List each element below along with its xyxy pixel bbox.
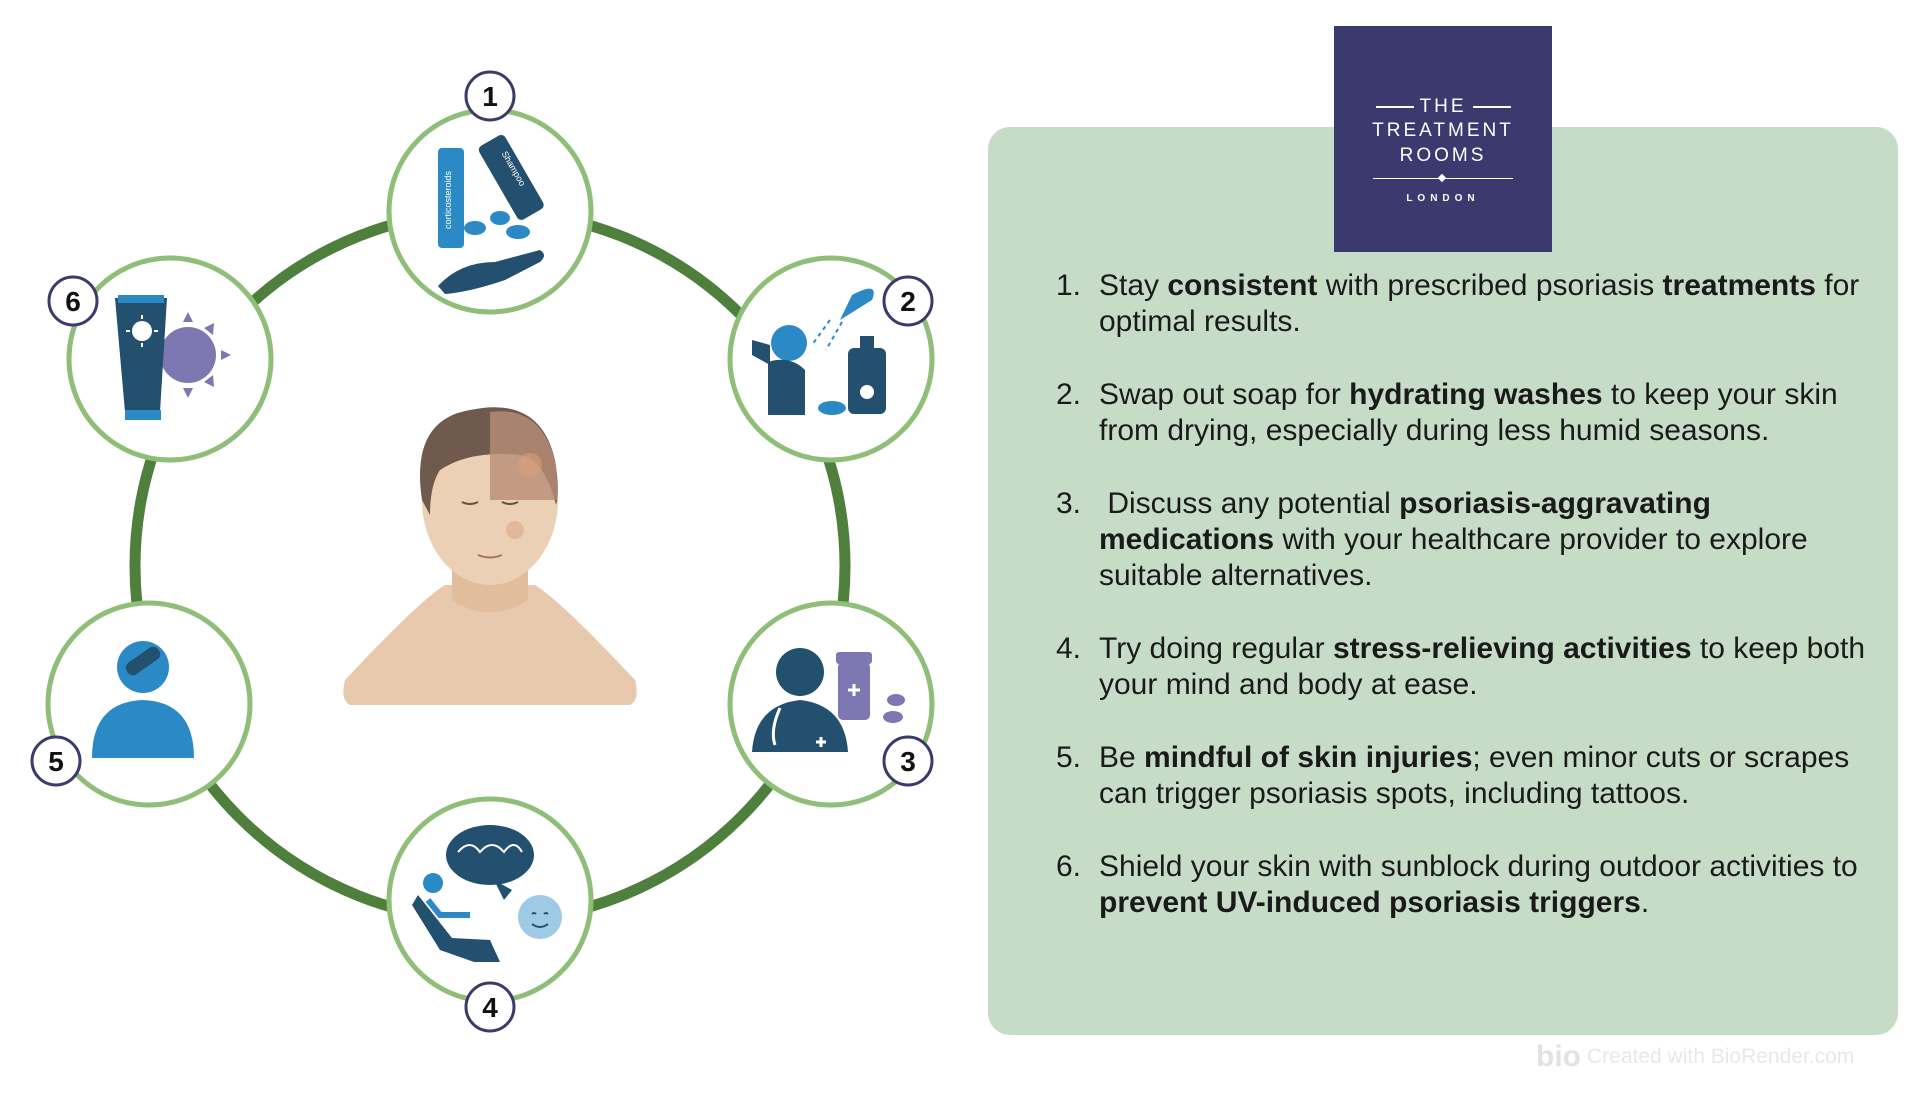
tip-emphasis: hydrating washes xyxy=(1349,378,1603,411)
step-3-circle xyxy=(727,600,935,808)
tip-number: 1. xyxy=(1056,269,1082,302)
tip-emphasis: mindful of skin injuries xyxy=(1144,741,1473,774)
tip-text-part: to keep both your mind and body at ease. xyxy=(1099,632,1874,701)
tip-item: 3. Discuss any potential psoriasis-aggra… xyxy=(1056,486,1876,594)
tip-text-part: Try doing regular xyxy=(1099,632,1333,665)
tip-text: Stay consistent with prescribed psoriasi… xyxy=(1099,268,1876,340)
svg-text:2: 2 xyxy=(900,286,916,317)
sunscreen-sun-icon xyxy=(115,295,231,420)
tip-number: 4. xyxy=(1056,632,1082,665)
tip-text-part: with prescribed psoriasis xyxy=(1317,269,1663,302)
bandaged-person-icon xyxy=(92,641,194,758)
biorender-logo: bio xyxy=(1536,1040,1581,1073)
step-badge-1: 1 xyxy=(464,70,516,122)
treatment-cycle-diagram: corticosteroids Shampoo xyxy=(30,70,935,1033)
svg-text:4: 4 xyxy=(482,992,498,1023)
tip-text: Discuss any potential psoriasis-aggravat… xyxy=(1099,486,1876,594)
tip-emphasis: treatments xyxy=(1662,269,1816,302)
tip-text-part: Discuss any potential xyxy=(1099,487,1400,520)
tip-text-part: Swap out soap for xyxy=(1099,378,1350,411)
step-2-circle xyxy=(727,255,935,463)
shower-soap-icon xyxy=(752,288,886,415)
tip-text-part: Shield your skin with sunblock during ou… xyxy=(1099,850,1867,883)
credit-text: Created with BioRender.com xyxy=(1587,1045,1855,1068)
tip-text: Be mindful of skin injuries; even minor … xyxy=(1099,740,1876,812)
tip-text-part: with your healthcare provider to explore… xyxy=(1099,523,1817,592)
relaxation-mind-icon xyxy=(412,825,562,962)
tip-number: 5. xyxy=(1056,741,1082,774)
tip-number: 3. xyxy=(1056,487,1082,520)
logo-rooms: ROOMS xyxy=(1399,145,1487,166)
tip-text-part: to keep your skin from drying, especiall… xyxy=(1099,378,1847,447)
tip-text: Try doing regular stress-relieving activ… xyxy=(1099,631,1876,703)
tip-item: 5. Be mindful of skin injuries; even mino… xyxy=(1056,740,1876,812)
svg-text:6: 6 xyxy=(65,286,81,317)
psoriasis-face-icon xyxy=(343,407,637,705)
tip-text-part: ; even minor cuts or scrapes can trigger… xyxy=(1099,741,1858,810)
logo-divider xyxy=(1373,173,1513,184)
logo-the-row: THE xyxy=(1334,96,1552,118)
step-badge-4: 4 xyxy=(464,981,516,1033)
svg-text:3: 3 xyxy=(900,746,916,777)
step-6-circle xyxy=(66,255,274,463)
step-4-circle xyxy=(386,796,594,1004)
svg-text:1: 1 xyxy=(482,81,498,112)
tip-number: 2. xyxy=(1056,378,1082,411)
step-1-circle: corticosteroids Shampoo xyxy=(386,107,594,315)
tip-number: 6. xyxy=(1056,850,1082,883)
tip-text: Shield your skin with sunblock during ou… xyxy=(1099,849,1876,921)
tips-list: 1. Stay consistent with prescribed psoria… xyxy=(1056,268,1876,958)
svg-text:5: 5 xyxy=(48,746,64,777)
corticosteroids-label: corticosteroids xyxy=(443,170,453,229)
brand-logo: THE TREATMENT ROOMS LONDON xyxy=(1334,26,1552,252)
tips-panel xyxy=(988,127,1898,1035)
tip-text-part: . xyxy=(1640,886,1650,919)
step-badge-6: 6 xyxy=(47,275,99,327)
doctor-medication-icon xyxy=(752,648,905,752)
step-badge-5: 5 xyxy=(30,735,82,787)
biorender-credit: bio Created with BioRender.com xyxy=(1536,1040,1854,1074)
logo-dash-left xyxy=(1375,106,1414,108)
logo-london: LONDON xyxy=(1406,193,1480,204)
tip-text-part: for optimal results. xyxy=(1099,269,1868,338)
tip-text-part: Be xyxy=(1099,741,1145,774)
tip-item: 1. Stay consistent with prescribed psoria… xyxy=(1056,268,1876,340)
logo-treatment: TREATMENT xyxy=(1372,120,1514,141)
step-5-circle xyxy=(45,600,253,808)
tip-emphasis: consistent xyxy=(1167,269,1318,302)
tip-item: 6. Shield your skin with sunblock during … xyxy=(1056,849,1876,921)
tip-emphasis: stress-relieving activities xyxy=(1333,632,1692,665)
tip-item: 4. Try doing regular stress-relieving act… xyxy=(1056,631,1876,703)
step-badge-3: 3 xyxy=(882,735,934,787)
logo-dash-right xyxy=(1472,106,1511,108)
tip-item: 2. Swap out soap for hydrating washes to … xyxy=(1056,377,1876,449)
step-badge-2: 2 xyxy=(882,275,934,327)
logo-the: THE xyxy=(1419,96,1467,117)
tip-text-part: Stay xyxy=(1099,269,1168,302)
tip-text: Swap out soap for hydrating washes to ke… xyxy=(1099,377,1876,449)
tip-emphasis: psoriasis-aggravating medications xyxy=(1099,487,1720,556)
tip-emphasis: prevent UV-induced psoriasis triggers xyxy=(1099,886,1641,919)
